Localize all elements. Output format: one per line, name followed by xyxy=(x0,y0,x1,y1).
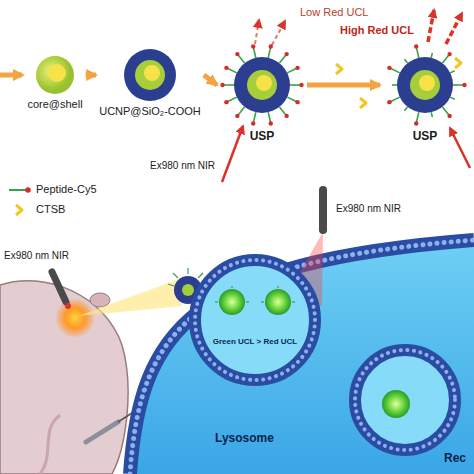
annotation-label: Lysosome xyxy=(215,432,274,446)
annotation-label: Low Red UCL xyxy=(300,6,368,19)
legend-swatch xyxy=(8,203,32,217)
particle-node: USP xyxy=(220,43,304,144)
annotation-label: Ex980 nm NIR xyxy=(4,250,69,262)
process-arrow xyxy=(0,73,22,78)
membrane-beads xyxy=(130,240,474,474)
emission-arrow xyxy=(272,21,285,45)
laser-pen xyxy=(319,190,327,230)
particle-shape xyxy=(35,55,75,95)
particle-node: USP xyxy=(383,43,467,144)
particle-shape xyxy=(123,48,177,102)
particle-node: core@shell xyxy=(27,55,82,111)
particle-node: UCNP@SiO₂-COOH xyxy=(99,48,201,118)
excitation-arrow xyxy=(222,126,243,182)
cell-interior xyxy=(130,240,474,474)
green-particle xyxy=(382,390,410,418)
annotation-label: Ex980 nm NIR xyxy=(336,203,401,215)
annotation-label: Rec xyxy=(444,452,466,466)
particle-label: USP xyxy=(413,130,438,144)
legend-text: CTSB xyxy=(36,203,65,216)
mouse-ear xyxy=(90,293,110,307)
cell-membrane xyxy=(130,240,474,474)
emission-arrow xyxy=(446,13,462,44)
emission-arrow xyxy=(255,20,259,44)
mouse-tail xyxy=(40,415,60,474)
annotation-label: Ex980 nm NIR xyxy=(150,160,215,172)
legend-text: Peptide-Cy5 xyxy=(36,183,97,196)
lysosome-vesicle xyxy=(195,260,315,380)
syringe xyxy=(86,413,132,442)
particle-shape xyxy=(220,43,304,127)
particle-label: USP xyxy=(250,130,275,144)
legend-swatch xyxy=(8,183,32,197)
process-arrow xyxy=(86,73,97,78)
particle-label: UCNP@SiO₂-COOH xyxy=(99,105,201,118)
light-cone xyxy=(78,278,182,316)
process-arrow xyxy=(204,75,217,85)
emission-arrow xyxy=(428,10,434,42)
particle-label: core@shell xyxy=(27,98,82,111)
particle-shape xyxy=(383,43,467,127)
laser-pen xyxy=(52,272,71,309)
tumor-glow xyxy=(55,298,95,338)
excitation-arrow xyxy=(450,128,470,168)
membrane-beads xyxy=(195,260,315,380)
process-arrow xyxy=(307,83,380,88)
membrane-beads xyxy=(355,350,455,450)
annotation-label: High Red UCL xyxy=(340,24,414,37)
green-particle xyxy=(215,286,249,315)
vesicle xyxy=(355,350,455,450)
green-particle xyxy=(261,286,295,315)
annotation-label: Green UCL > Red UCL xyxy=(213,337,298,346)
